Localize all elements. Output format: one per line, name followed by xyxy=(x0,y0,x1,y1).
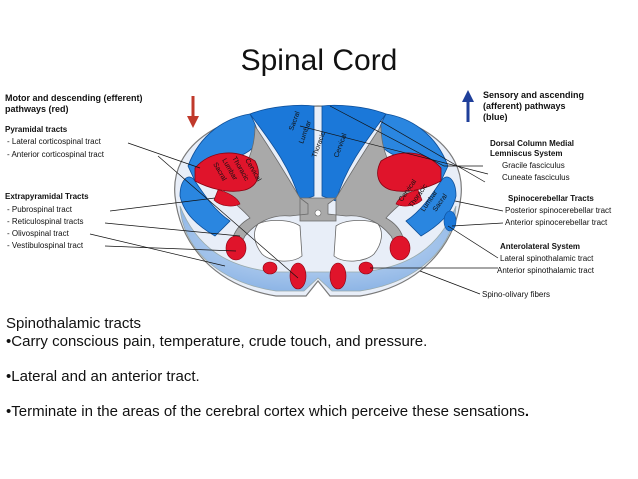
rubrospinal-right xyxy=(395,189,423,207)
anterior-corticospinal-right xyxy=(329,262,347,290)
bullet-3-period: . xyxy=(524,403,530,420)
spinocerebellar-right xyxy=(405,176,457,237)
anterolateral-item-2: Anterior spinothalamic tract xyxy=(497,266,595,275)
extrapyramidal-item-4: - Vestibulospinal tract xyxy=(7,241,84,250)
rubrospinal-left xyxy=(213,189,241,207)
slide-title: Spinal Cord xyxy=(240,44,398,77)
central-canal xyxy=(314,209,322,217)
bullet-3: Terminate in the areas of the cerebral c… xyxy=(6,403,636,421)
anterolateral-header: Anterolateral System xyxy=(500,242,580,251)
motor-header-line1: Motor and descending (efferent) xyxy=(5,93,143,103)
lateral-corticospinal-left xyxy=(194,152,259,192)
vestibulospinal-left xyxy=(225,235,247,261)
bullet-2-text: Lateral and an anterior tract. xyxy=(11,368,200,385)
down-arrow-icon xyxy=(187,96,199,128)
up-arrow-icon xyxy=(462,90,474,122)
bullet-2: Lateral and an anterior tract. xyxy=(6,368,636,386)
pyramidal-item-2: - Anterior corticospinal tract xyxy=(7,150,105,159)
extrapyramidal-item-1: - Pubrospinal tract xyxy=(7,205,73,214)
dorsal-item-1: Gracile fasciculus xyxy=(502,161,565,170)
anterior-horn-right xyxy=(333,220,382,262)
extrapyramidal-header: Extrapyramidal Tracts xyxy=(5,192,89,201)
spinal-cord-diagram: Sacral Lumbar Thoracic Cervical Sacral L… xyxy=(5,90,612,299)
dorsal-header-line1: Dorsal Column Medial xyxy=(490,139,574,148)
left-leader-lines xyxy=(89,142,299,279)
vestibulospinal-right xyxy=(389,235,411,261)
lateral-corticospinal-right xyxy=(377,152,442,192)
spinocerebellar-header: Spinocerebellar Tracts xyxy=(508,194,594,203)
spinocerebellar-item-2: Anterior spinocerebellar tract xyxy=(505,218,608,227)
sensory-header-line2: (afferent) pathways xyxy=(483,101,566,111)
spinocerebellar-left xyxy=(179,176,231,237)
bullet-3-text: Terminate in the areas of the cerebral c… xyxy=(11,403,525,420)
anterior-corticospinal-left xyxy=(289,262,307,290)
spinocerebellar-item-1: Posterior spinocerebellar tract xyxy=(505,206,612,215)
motor-header-line2: pathways (red) xyxy=(5,104,69,114)
body-heading: Spinothalamic tracts xyxy=(6,315,142,332)
dorsal-item-2: Cuneate fasciculus xyxy=(502,173,570,182)
bullet-1: Carry conscious pain, temperature, crude… xyxy=(6,333,636,351)
bullet-1-text: Carry conscious pain, temperature, crude… xyxy=(11,333,428,350)
pyramidal-header: Pyramidal tracts xyxy=(5,125,68,134)
spino-olivary-label: Spino-olivary fibers xyxy=(482,290,550,299)
dorsal-header-line2: Lemniscus System xyxy=(490,149,562,158)
sensory-header-line3: (blue) xyxy=(483,112,508,122)
extrapyramidal-item-3: - Olivospinal tract xyxy=(7,229,70,238)
body-text: Spinothalamic tracts Carry conscious pai… xyxy=(6,315,636,421)
reticulospinal-left xyxy=(262,261,278,275)
lateral-spinothalamic-right xyxy=(443,210,457,232)
extrapyramidal-item-2: - Reticulospinal tracts xyxy=(7,217,83,226)
pyramidal-item-1: - Lateral corticospinal tract xyxy=(7,137,102,146)
right-leader-lines xyxy=(299,105,504,295)
anterolateral-item-1: Lateral spinothalamic tract xyxy=(500,254,594,263)
sensory-header-line1: Sensory and ascending xyxy=(483,90,584,100)
